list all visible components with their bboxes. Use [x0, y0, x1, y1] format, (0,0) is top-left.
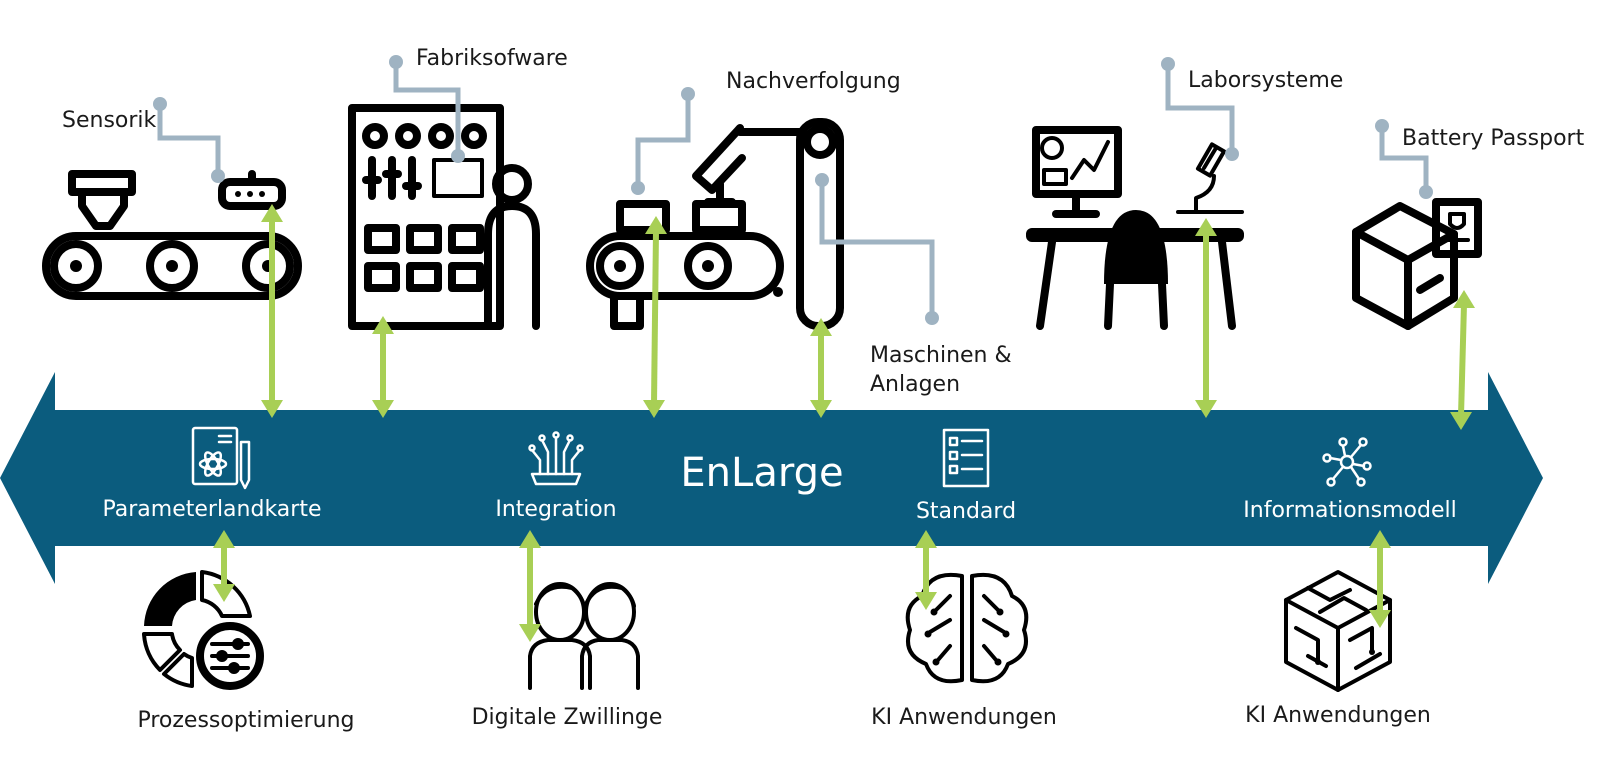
node-label-integration: Integration — [495, 497, 616, 522]
green-arrow-head — [519, 624, 541, 642]
green-arrow-head — [1369, 530, 1391, 548]
lab-desk-microscope-icon — [1026, 126, 1244, 330]
process-gauge-sliders-icon — [142, 570, 264, 690]
enlarge-banner — [0, 372, 1543, 584]
source-label-sensorik: Sensorik — [62, 108, 157, 133]
green-arrow-head — [915, 530, 937, 548]
network-graph-icon — [1322, 437, 1372, 487]
green-arrow-head — [213, 584, 235, 602]
robot-arm-conveyor-icon — [586, 118, 844, 330]
green-arrow-head — [261, 204, 283, 222]
ai-cube-circuit-icon — [1284, 570, 1392, 692]
green-arrow-head — [645, 216, 667, 234]
source-label-laborsysteme: Laborsysteme — [1188, 68, 1343, 93]
source-label-maschinen: Maschinen & — [870, 343, 1012, 368]
conveyor-sensor-icon — [42, 170, 302, 300]
app-label-ki-anwendungen-1: KI Anwendungen — [871, 705, 1057, 730]
checklist-document-icon — [942, 428, 990, 488]
green-arrow-head — [372, 316, 394, 334]
green-arrow-head — [372, 400, 394, 418]
source-label-nachverfolgung: Nachverfolgung — [726, 69, 901, 94]
source-label-fabriksofware: Fabriksofware — [416, 46, 568, 71]
node-label-informationsmodell: Informationsmodell — [1243, 498, 1456, 523]
box-passport-icon — [1352, 198, 1482, 330]
green-arrow-head — [213, 530, 235, 548]
green-arrow-head — [261, 400, 283, 418]
app-label-ki-anwendungen-2: KI Anwendungen — [1245, 703, 1431, 728]
app-label-prozessoptimierung: Prozessoptimierung — [137, 708, 354, 733]
green-arrow-head — [1195, 218, 1217, 236]
green-arrows — [213, 204, 1475, 642]
green-arrow-head — [1369, 610, 1391, 628]
node-label-parameterlandkarte: Parameterlandkarte — [102, 497, 321, 522]
green-arrow-shaft — [651, 229, 659, 405]
source-label-anlagen: Anlagen — [870, 372, 960, 397]
green-arrow-head — [915, 592, 937, 610]
green-arrow-head — [1450, 412, 1472, 430]
green-arrow-head — [643, 400, 665, 418]
green-arrow-head — [810, 400, 832, 418]
document-atom-pen-icon — [191, 426, 251, 490]
green-arrow-head — [1195, 400, 1217, 418]
green-arrow-shaft — [1458, 303, 1467, 417]
green-arrow-head — [1453, 290, 1475, 308]
twins-people-icon — [528, 582, 640, 690]
green-arrow-head — [519, 530, 541, 548]
node-label-standard: Standard — [916, 499, 1016, 524]
circuit-chip-icon — [528, 431, 584, 486]
app-label-digitale-zwillinge: Digitale Zwillinge — [472, 705, 663, 730]
callout-connectors — [153, 55, 1433, 325]
banner-title: EnLarge — [680, 450, 843, 496]
green-arrow-head — [810, 318, 832, 336]
factory-control-panel-icon — [348, 104, 540, 330]
source-label-battery-passport: Battery Passport — [1402, 126, 1585, 151]
